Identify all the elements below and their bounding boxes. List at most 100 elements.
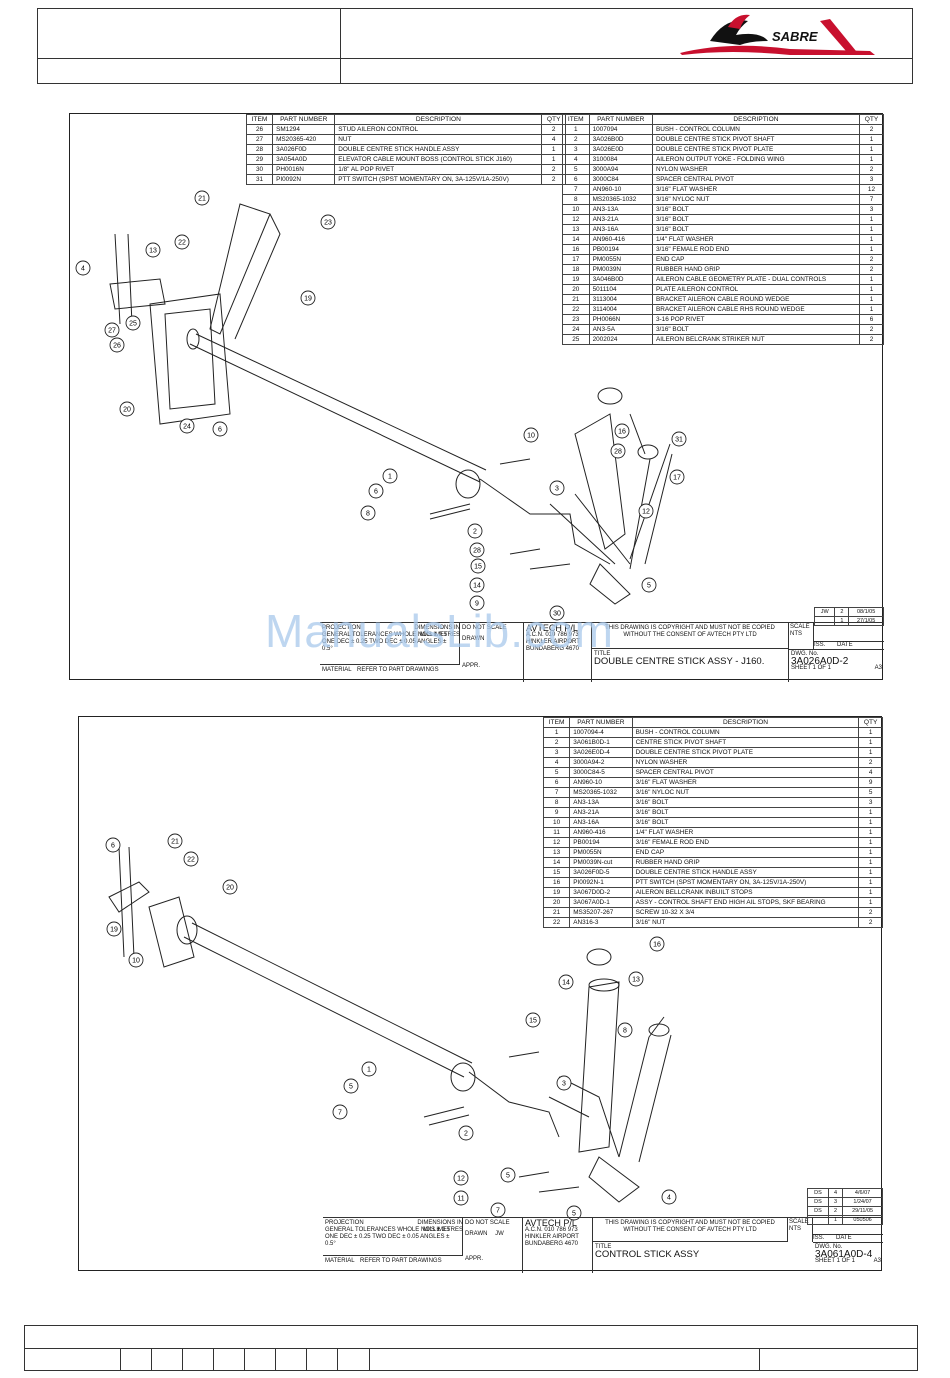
copyright-note: THIS DRAWING IS COPYRIGHT AND MUST NOT B…: [593, 1218, 787, 1242]
revision-cell: 4/6/07: [842, 1188, 883, 1198]
company-airport: HINKLER AIRPORT: [526, 639, 580, 645]
company-name: AVTECH P/L: [525, 1218, 577, 1228]
drawing-title: CONTROL STICK ASSY: [595, 1249, 700, 1260]
table-cell: 2: [858, 917, 883, 928]
balloon-circle: [104, 322, 120, 338]
item-balloon: 13: [145, 242, 161, 258]
balloon-label: 17: [673, 475, 681, 482]
dims-note: DIMENSIONS IN MILLIMETRES: [414, 625, 460, 638]
table-cell: 3/16" NUT: [631, 917, 860, 928]
item-balloon: 14: [469, 577, 485, 593]
tolerances: GENERAL TOLERANCES WHOLE NO'S ± 0.5 ONE …: [325, 1227, 451, 1247]
balloon-label: 23: [324, 220, 332, 227]
logo-text: SABRE: [772, 29, 818, 44]
date-label: DATE: [836, 1235, 852, 1241]
balloon-label: 30: [553, 611, 561, 618]
revision-cell: [807, 1215, 829, 1225]
revision-cell: 4: [827, 1188, 844, 1198]
balloon-label: 12: [457, 1176, 465, 1183]
item-balloon: 16: [649, 936, 665, 952]
balloon-label: 28: [473, 548, 481, 555]
balloon-label: 4: [81, 266, 85, 273]
balloon-label: 16: [618, 429, 626, 436]
balloon-label: 6: [111, 843, 115, 850]
table-cell: AN316-3: [569, 917, 633, 928]
balloon-label: 8: [623, 1028, 627, 1035]
balloon-label: 28: [614, 449, 622, 456]
balloon-label: 1: [388, 474, 392, 481]
date-label: DATE: [837, 642, 853, 648]
item-balloon: 5: [500, 1167, 516, 1183]
item-balloon: 6: [212, 421, 228, 437]
item-balloon: 11: [453, 1190, 469, 1206]
revision-cell: DS: [807, 1197, 829, 1207]
balloon-circle: [332, 1104, 348, 1120]
balloon-circle: [671, 431, 687, 447]
balloon-label: 21: [198, 196, 206, 203]
company-city: BUNDABERG 4670: [526, 646, 580, 652]
balloon-label: 6: [374, 489, 378, 496]
drawn-value: JW: [495, 1231, 504, 1237]
balloon-circle: [106, 921, 122, 937]
tolerances: GENERAL TOLERANCES WHOLE NO'S ± 0.5 ONE …: [322, 632, 448, 652]
company-name: AVTECH P/L: [526, 623, 578, 633]
balloon-label: 22: [187, 857, 195, 864]
sheet-number: SHEET 1 OF 1: [815, 1258, 855, 1264]
balloon-label: 25: [129, 321, 137, 328]
balloon-label: 15: [529, 1018, 537, 1025]
item-balloon: 23: [320, 214, 336, 230]
item-balloon: 25: [125, 315, 141, 331]
balloon-label: 1: [367, 1067, 371, 1074]
dwg-number: 3A061A0D-4: [815, 1249, 873, 1260]
balloon-circle: [361, 1061, 377, 1077]
balloon-label: 5: [349, 1084, 353, 1091]
item-balloon: 22: [174, 234, 190, 250]
revision-cell: 27/1/05: [848, 616, 884, 626]
revision-cell: 2: [834, 607, 850, 617]
watermark: ManualsLib.com: [265, 605, 614, 657]
balloon-circle: [470, 558, 486, 574]
revision-cell: 08/1/05: [848, 607, 884, 617]
revision-cell: 29/11/05: [842, 1206, 883, 1216]
item-balloon: 22: [183, 851, 199, 867]
item-balloon: 4: [75, 260, 91, 276]
item-balloon: 7: [332, 1104, 348, 1120]
revision-cell: 050506: [842, 1215, 883, 1225]
item-balloon: 26: [109, 337, 125, 353]
balloon-circle: [128, 952, 144, 968]
balloon-label: 7: [496, 1208, 500, 1215]
balloon-label: 22: [178, 240, 186, 247]
table-cell: 22: [542, 917, 571, 928]
balloon-circle: [109, 337, 125, 353]
item-balloon: 13: [628, 971, 644, 987]
item-balloon: 2: [458, 1125, 474, 1141]
balloon-label: 14: [473, 583, 481, 590]
balloon-label: 4: [667, 1195, 671, 1202]
table-cell: 2: [858, 334, 885, 345]
balloon-label: 20: [123, 407, 131, 414]
balloon-label: 13: [149, 248, 157, 255]
drawn-label: DRAWN: [465, 1231, 488, 1237]
balloon-label: 2: [464, 1131, 468, 1138]
balloon-label: 24: [183, 424, 191, 431]
balloon-label: 5: [572, 1211, 576, 1218]
balloon-label: 19: [110, 927, 118, 934]
balloon-label: 3: [562, 1081, 566, 1088]
company-city: BUNDABERG 4670: [525, 1241, 579, 1247]
scale-value: NTS: [789, 1226, 801, 1232]
balloon-circle: [638, 503, 654, 519]
balloon-circle: [167, 833, 183, 849]
item-balloon: 28: [610, 443, 626, 459]
balloon-label: 8: [366, 511, 370, 518]
title-block-2: PROJECTION GENERAL TOLERANCES WHOLE NO'S…: [323, 1188, 883, 1273]
balloon-circle: [525, 1012, 541, 1028]
dwg-label: DWG. No.: [791, 651, 819, 657]
copyright-note: THIS DRAWING IS COPYRIGHT AND MUST NOT B…: [592, 623, 788, 649]
